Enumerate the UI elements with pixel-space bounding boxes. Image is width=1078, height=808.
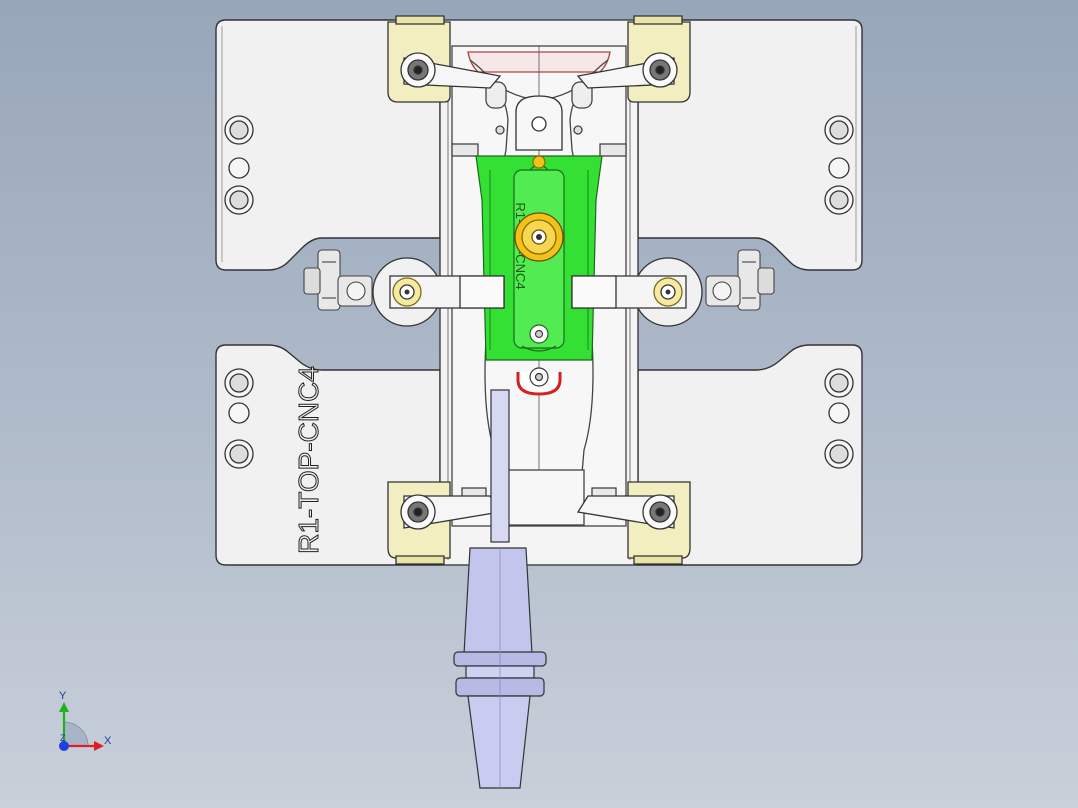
side-clamp-left[interactable] bbox=[372, 257, 505, 327]
tool-holder[interactable] bbox=[453, 389, 547, 789]
swing-clamp-top-right[interactable] bbox=[576, 15, 691, 103]
mounting-hole bbox=[228, 402, 250, 424]
mounting-hole bbox=[228, 157, 250, 179]
side-clamp-right[interactable] bbox=[571, 257, 703, 327]
air-fitting-left[interactable] bbox=[303, 249, 373, 311]
axis-y-label: Y bbox=[59, 690, 67, 702]
axis-z-label: Z bbox=[60, 733, 66, 743]
mounting-holes bbox=[224, 115, 854, 469]
mounting-hole bbox=[828, 157, 850, 179]
axis-x-label: X bbox=[104, 735, 112, 747]
axis-z-dot bbox=[59, 741, 69, 751]
locating-pin-red[interactable] bbox=[516, 367, 562, 396]
center-bushing[interactable] bbox=[514, 212, 564, 262]
fixture-plate-top-right[interactable] bbox=[637, 19, 863, 271]
swing-clamp-bottom-left[interactable] bbox=[387, 481, 502, 565]
fixture-plate-top-left[interactable] bbox=[215, 19, 441, 271]
part-engraved-label: R1-TOP-CNC4 bbox=[293, 366, 324, 554]
mounting-hole bbox=[828, 402, 850, 424]
swing-clamp-top-left[interactable] bbox=[387, 15, 502, 103]
swing-clamp-bottom-right[interactable] bbox=[576, 481, 691, 565]
coordinate-triad: Y X Z bbox=[59, 690, 112, 751]
air-fitting-right[interactable] bbox=[705, 249, 775, 311]
